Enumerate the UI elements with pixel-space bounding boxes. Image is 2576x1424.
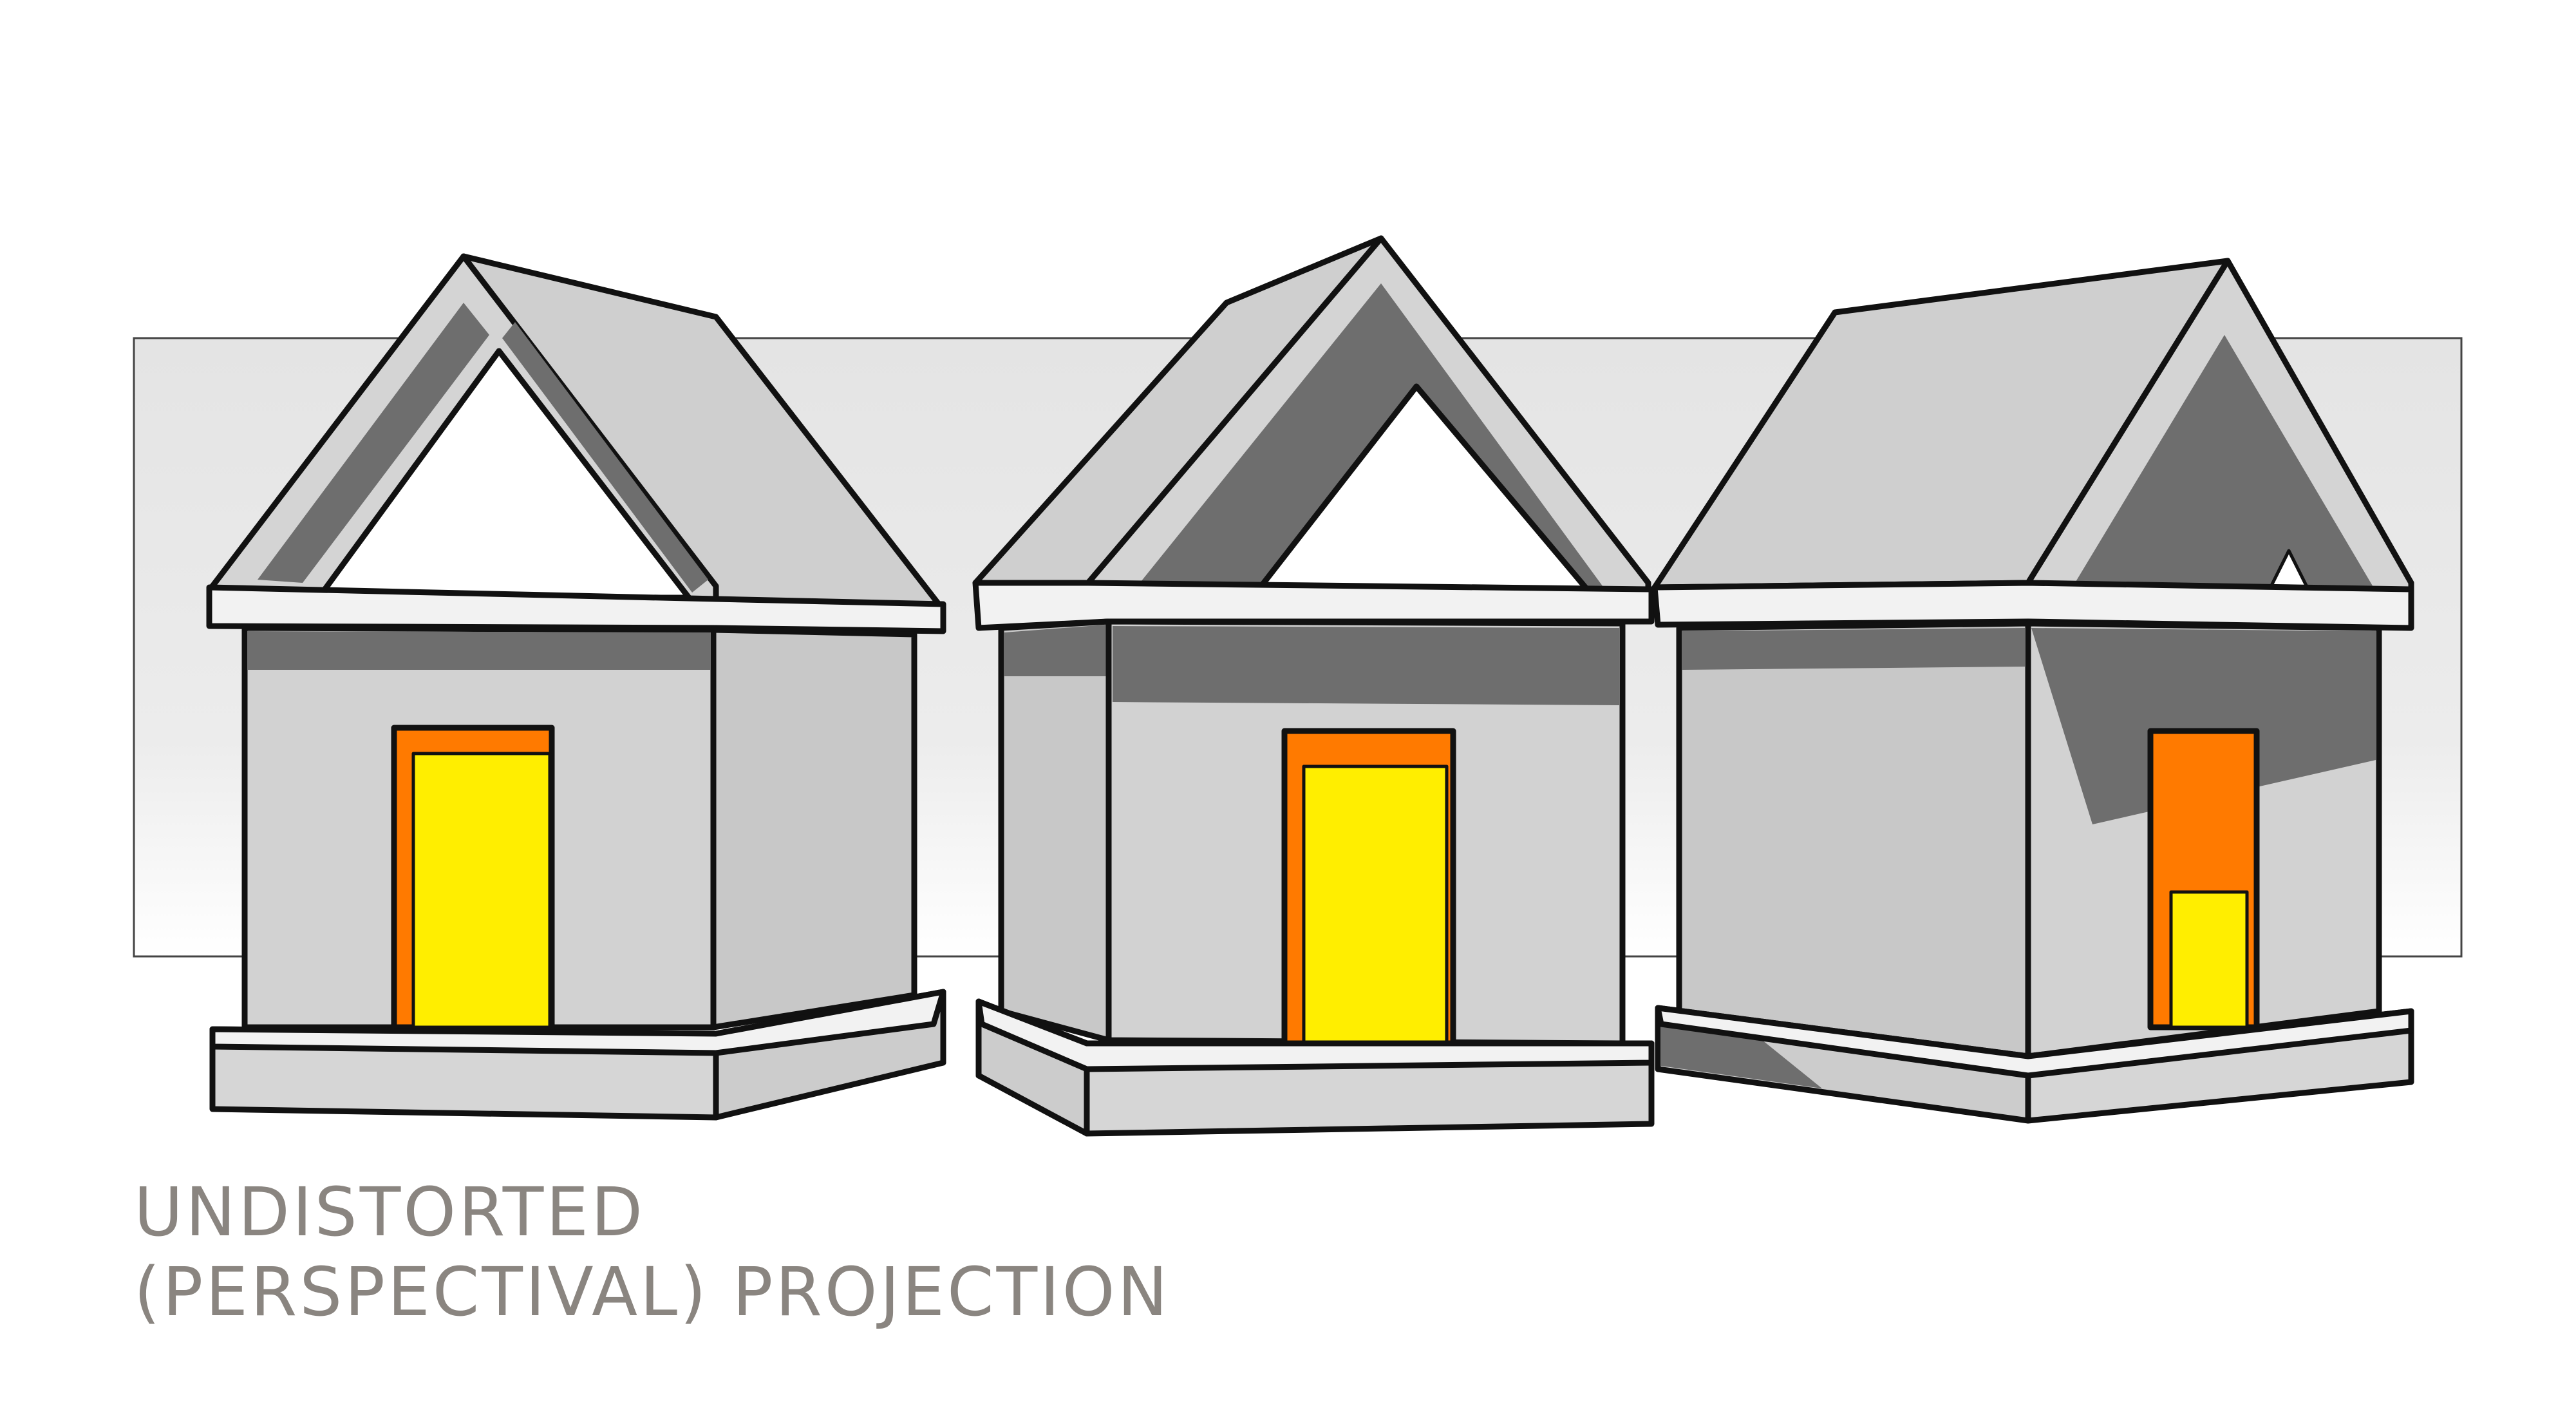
door-panel <box>413 754 550 1027</box>
caption-line-2: (PERSPECTIVAL) PROJECTION <box>134 1252 1170 1332</box>
caption-line-1: UNDISTORTED <box>134 1172 1170 1252</box>
side-wall <box>1001 622 1109 1040</box>
door-panel <box>1304 766 1447 1043</box>
door-panel <box>2171 892 2247 1027</box>
caption: UNDISTORTED (PERSPECTIVAL) PROJECTION <box>134 1172 1170 1332</box>
side-wall <box>1679 623 2028 1056</box>
side-wall <box>713 630 914 1027</box>
